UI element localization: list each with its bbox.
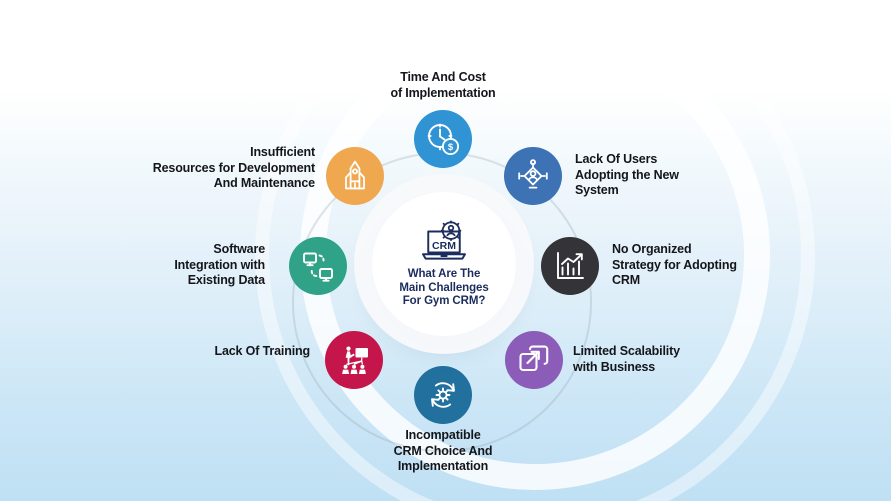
users-network-icon bbox=[518, 159, 548, 189]
hub-title-line-2: Main Challenges bbox=[399, 281, 489, 294]
rocket-launch-icon bbox=[345, 160, 365, 190]
label-software-integration: Software Integration with Existing Data bbox=[174, 242, 265, 287]
hub-title-line-1: What Are The bbox=[407, 268, 481, 281]
clock-dollar-icon: $ bbox=[427, 123, 460, 156]
crm-laptop-icon: CRM bbox=[422, 220, 466, 260]
label-no-organized-strategy: No Organized Strategy for Adopting CRM bbox=[612, 242, 737, 287]
node-limited-scalability[interactable] bbox=[505, 331, 563, 389]
training-presentation-icon bbox=[342, 346, 368, 374]
node-time-and-cost[interactable]: $ bbox=[414, 110, 472, 168]
svg-text:CRM: CRM bbox=[432, 240, 456, 252]
hub-title-line-3: For Gym CRM? bbox=[402, 295, 486, 308]
node-lack-of-users[interactable] bbox=[504, 147, 562, 205]
label-time-and-cost: Time And Cost of Implementation bbox=[390, 70, 496, 100]
node-incompatible-crm-choice[interactable] bbox=[414, 366, 472, 424]
label-limited-scalability: Limited Scalability with Business bbox=[573, 344, 680, 374]
gear-refresh-icon bbox=[431, 382, 455, 408]
node-insufficient-resources[interactable] bbox=[326, 147, 384, 205]
label-incompatible-crm-choice: Incompatible CRM Choice And Implementati… bbox=[393, 428, 493, 473]
node-no-organized-strategy[interactable] bbox=[541, 237, 599, 295]
center-hub: CRM What Are The Main Challenges For Gym… bbox=[372, 192, 516, 336]
hub-title: What Are The Main Challenges For Gym CRM… bbox=[399, 268, 488, 309]
node-lack-of-training[interactable] bbox=[325, 331, 383, 389]
bar-chart-growth-icon bbox=[557, 252, 584, 279]
svg-text:$: $ bbox=[448, 142, 454, 153]
connected-monitors-icon bbox=[303, 252, 333, 282]
expand-external-link-icon bbox=[519, 345, 549, 372]
label-insufficient-resources: Insufficient Resources for Development A… bbox=[152, 145, 315, 190]
node-software-integration[interactable] bbox=[289, 237, 347, 295]
label-lack-of-users: Lack Of Users Adopting the New System bbox=[575, 152, 679, 197]
label-lack-of-training: Lack Of Training bbox=[214, 344, 310, 358]
